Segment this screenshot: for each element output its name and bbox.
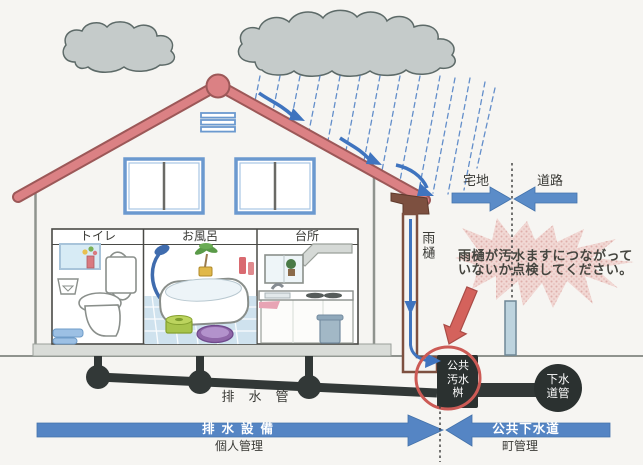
room-label-toilet: トイレ — [79, 229, 117, 243]
cloud-icon-right — [237, 9, 456, 77]
pipe-junction-3 — [297, 375, 321, 399]
pipe-junction-1 — [86, 365, 110, 389]
attic-vent-icon — [200, 112, 236, 133]
foundation — [32, 343, 392, 357]
public-management-label: 町管理 — [501, 439, 539, 453]
rooms-cutaway — [51, 228, 359, 345]
kitchen-room-illustration — [258, 243, 354, 344]
private-drainage-label: 排水設備 — [201, 422, 281, 436]
road-arrow — [513, 186, 578, 212]
public-sewage-basin — [437, 355, 478, 408]
room-label-bath: お風呂 — [181, 229, 219, 243]
sewer-main-pipe — [534, 364, 582, 412]
roof-water-flow-arrows — [257, 91, 434, 196]
private-drainage-arrow — [36, 414, 444, 447]
bath-room-illustration — [144, 243, 257, 345]
pipe-junction-2 — [188, 370, 212, 394]
roof-peak-cap — [205, 73, 231, 99]
callout-line2: いないか点検してください。 — [458, 262, 633, 277]
rainwater-flow-arrow — [404, 219, 441, 368]
window-left — [123, 157, 205, 215]
residential-land-arrow — [451, 186, 512, 212]
toilet-room-illustration — [52, 243, 137, 345]
public-sewer-label: 公共下水道 — [492, 422, 560, 436]
callout-line1: 雨樋が汚水ますにつながって — [458, 248, 633, 263]
drain-pipe-system — [86, 356, 536, 399]
sewer-main-label: 下水 道管 — [546, 374, 570, 400]
sewage-basin-label: 公共 汚水 桝 — [447, 360, 469, 399]
room-label-kitchen: 台所 — [294, 229, 320, 243]
residential-land-label: 宅地 — [462, 173, 490, 188]
alert-starburst — [455, 218, 634, 308]
window-right — [234, 157, 316, 215]
roof — [12, 73, 431, 206]
boundary-post — [504, 300, 517, 356]
public-sewer-arrow — [445, 414, 611, 447]
road-label: 道路 — [536, 173, 564, 188]
rain-gutter-label: 雨樋 — [420, 231, 436, 261]
alert-arrow — [443, 286, 478, 345]
cloud-icon-left — [62, 21, 176, 73]
private-management-label: 個人管理 — [214, 439, 264, 453]
drain-pipe-label: 排水管 — [221, 389, 303, 404]
highlight-circle — [414, 345, 482, 411]
